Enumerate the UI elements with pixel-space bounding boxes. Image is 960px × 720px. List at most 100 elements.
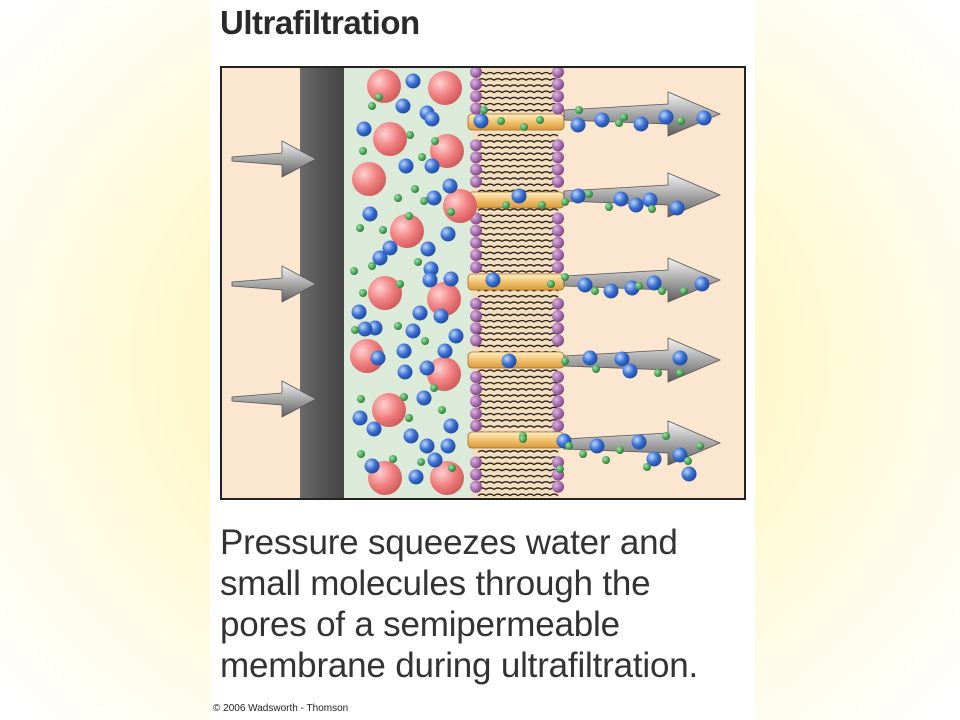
small-molecule — [359, 147, 367, 155]
small-molecule — [696, 442, 704, 450]
phospholipid-head — [470, 480, 482, 493]
membrane-pore — [467, 431, 565, 449]
pressure-arrows — [231, 140, 317, 418]
phospholipid-head — [470, 151, 482, 164]
phospholipid-head — [470, 310, 482, 322]
phospholipid-head — [470, 468, 482, 481]
phospholipid-head — [470, 175, 482, 188]
small-molecule — [658, 287, 666, 295]
water-molecule — [366, 421, 382, 437]
large-molecule — [372, 393, 406, 427]
small-molecule — [420, 197, 428, 205]
phospholipid-heads — [470, 66, 564, 493]
water-molecule — [422, 272, 438, 288]
small-molecule — [565, 442, 573, 450]
water-molecule — [631, 434, 647, 450]
caption-line: Pressure squeezes water and — [220, 523, 678, 562]
small-molecule — [556, 465, 564, 473]
water-molecule — [501, 353, 517, 369]
water-molecule — [696, 110, 712, 126]
small-molecule — [375, 93, 383, 101]
phospholipid-head — [470, 261, 482, 274]
small-molecule — [447, 208, 455, 216]
water-molecule — [589, 438, 605, 454]
phospholipid-head — [470, 297, 482, 310]
small-molecule — [502, 201, 510, 209]
small-molecule — [635, 282, 643, 290]
large-molecule — [428, 71, 462, 105]
water-molecule — [614, 351, 630, 367]
small-molecule — [538, 201, 546, 209]
small-molecule — [561, 273, 569, 281]
water-molecule — [419, 438, 435, 454]
phospholipid-head — [470, 334, 482, 347]
phospholipid-head — [552, 310, 564, 322]
small-molecule — [662, 432, 670, 440]
water-molecule — [511, 188, 527, 204]
ultrafiltration-diagram — [220, 66, 746, 500]
small-molecule — [356, 224, 364, 232]
small-molecule — [677, 117, 685, 125]
water-molecule — [658, 109, 674, 125]
water-molecule — [424, 111, 440, 127]
water-molecule — [603, 283, 619, 299]
small-molecule — [405, 212, 413, 220]
phospholipid-head — [470, 66, 482, 78]
small-molecule — [680, 287, 688, 295]
small-molecule — [592, 365, 600, 373]
small-molecule — [575, 106, 583, 114]
water-molecule — [416, 390, 432, 406]
small-molecule — [350, 267, 358, 275]
small-molecule — [561, 357, 569, 365]
water-molecule — [351, 304, 367, 320]
water-molecule — [442, 178, 458, 194]
phospholipid-head — [470, 322, 482, 335]
molecules — [350, 69, 712, 495]
water-molecule — [577, 277, 593, 293]
small-molecule — [359, 289, 367, 297]
small-molecule — [431, 137, 439, 145]
water-molecule — [398, 158, 414, 174]
phospholipid-head — [552, 78, 564, 91]
small-molecule — [605, 203, 613, 211]
small-molecule — [620, 113, 628, 121]
small-molecule — [602, 456, 610, 464]
diagram-frame — [220, 66, 746, 500]
phospholipid-head — [470, 395, 482, 408]
water-molecule — [437, 343, 453, 359]
water-molecule — [427, 452, 443, 468]
phospholipid-head — [552, 66, 564, 78]
small-molecule — [480, 106, 488, 114]
water-molecule — [669, 200, 685, 216]
phospholipid-head — [552, 163, 564, 176]
small-molecule — [448, 464, 456, 472]
water-molecule — [628, 197, 644, 213]
water-molecule — [433, 308, 449, 324]
small-molecule — [591, 287, 599, 295]
water-molecule — [646, 451, 662, 467]
phospholipid-head — [470, 102, 482, 115]
water-molecule — [403, 428, 419, 444]
large-molecule — [352, 162, 386, 196]
small-molecule — [684, 457, 692, 465]
large-molecule — [367, 69, 401, 103]
water-molecule — [423, 261, 439, 277]
small-molecule — [379, 226, 387, 234]
water-molecule — [448, 328, 464, 344]
small-molecule — [357, 450, 365, 458]
large-molecule — [427, 357, 461, 391]
water-molecule — [356, 121, 372, 137]
phospholipid-head — [552, 175, 564, 188]
small-molecule — [536, 116, 544, 124]
phospholipid-head — [470, 224, 482, 237]
water-molecule — [419, 360, 435, 376]
water-molecule — [440, 226, 456, 242]
pressure-arrow-icon — [231, 265, 317, 303]
small-molecule — [396, 280, 404, 288]
small-molecule — [421, 337, 429, 345]
phospholipid-head — [470, 90, 482, 103]
small-molecule — [520, 123, 528, 131]
small-molecule — [676, 369, 684, 377]
phospholipid-head — [552, 322, 564, 335]
water-molecule — [426, 190, 442, 206]
